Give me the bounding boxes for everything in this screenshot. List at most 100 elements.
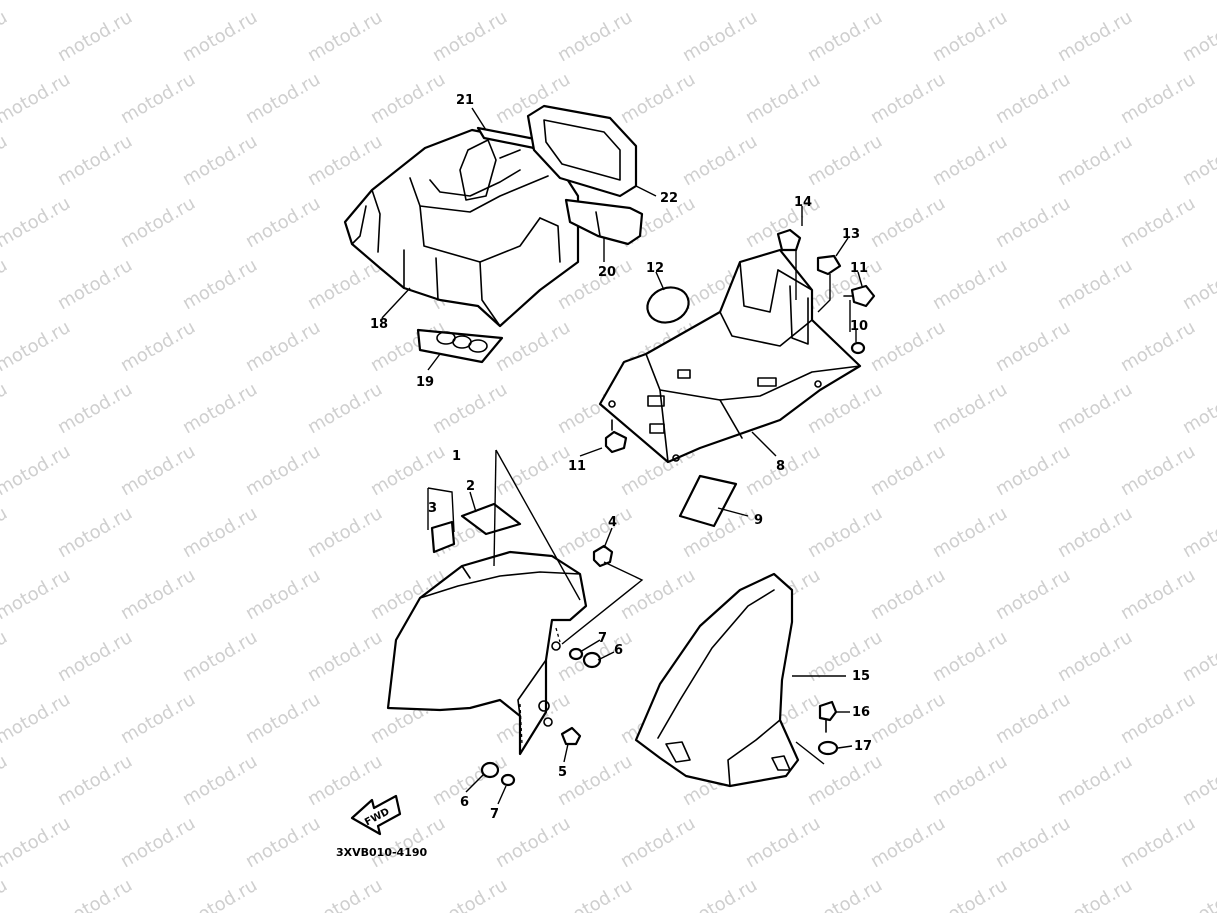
watermark-text: motod.ru bbox=[304, 131, 386, 190]
part-16-bolt bbox=[818, 700, 838, 733]
watermark-text: motod.ru bbox=[867, 193, 949, 252]
watermark-text: motod.ru bbox=[867, 813, 949, 872]
part-6-nut-top bbox=[582, 651, 602, 669]
watermark-text: motod.ru bbox=[1179, 131, 1217, 190]
watermark-text: motod.ru bbox=[242, 565, 324, 624]
watermark-text: motod.ru bbox=[242, 689, 324, 748]
part-7-washer-bottom bbox=[500, 773, 516, 787]
watermark-text: motod.ru bbox=[929, 503, 1011, 562]
watermark-text: motod.ru bbox=[929, 875, 1011, 913]
watermark-text: motod.ru bbox=[1179, 379, 1217, 438]
watermark-text: motod.ru bbox=[1117, 193, 1199, 252]
rear-cowl-assembly bbox=[343, 128, 580, 328]
part-11-bolt-left bbox=[604, 419, 628, 454]
watermark-text: motod.ru bbox=[0, 627, 11, 686]
watermark-text: motod.ru bbox=[1179, 875, 1217, 913]
watermark-text: motod.ru bbox=[992, 689, 1074, 748]
part-3-decal bbox=[430, 520, 456, 554]
watermark-text: motod.ru bbox=[867, 441, 949, 500]
watermark-text: motod.ru bbox=[0, 255, 11, 314]
watermark-text: motod.ru bbox=[1054, 379, 1136, 438]
watermark-text: motod.ru bbox=[304, 751, 386, 810]
watermark-text: motod.ru bbox=[54, 503, 136, 562]
callout-10: 10 bbox=[850, 319, 868, 334]
watermark-text: motod.ru bbox=[492, 317, 574, 376]
watermark-text: motod.ru bbox=[1054, 255, 1136, 314]
watermark-text: motod.ru bbox=[679, 7, 761, 66]
watermark-text: motod.ru bbox=[992, 69, 1074, 128]
watermark-text: motod.ru bbox=[54, 875, 136, 913]
watermark-text: motod.ru bbox=[0, 875, 11, 913]
drawing-code: 3XVB010-4190 bbox=[336, 846, 428, 859]
watermark-text: motod.ru bbox=[0, 751, 11, 810]
watermark-text: motod.ru bbox=[0, 7, 11, 66]
watermark-text: motod.ru bbox=[0, 813, 74, 872]
watermark-text: motod.ru bbox=[617, 0, 699, 4]
watermark-text: motod.ru bbox=[0, 317, 74, 376]
part-7-washer-top bbox=[568, 647, 584, 661]
watermark-text: motod.ru bbox=[742, 69, 824, 128]
watermark-text: motod.ru bbox=[367, 0, 449, 4]
watermark-text: motod.ru bbox=[1117, 689, 1199, 748]
watermark-text: motod.ru bbox=[367, 69, 449, 128]
watermark-text: motod.ru bbox=[367, 441, 449, 500]
watermark-text: motod.ru bbox=[242, 0, 324, 4]
watermark-text: motod.ru bbox=[1054, 875, 1136, 913]
callout-4: 4 bbox=[608, 515, 617, 530]
watermark-text: motod.ru bbox=[554, 7, 636, 66]
watermark-text: motod.ru bbox=[304, 503, 386, 562]
watermark-text: motod.ru bbox=[679, 875, 761, 913]
watermark-text: motod.ru bbox=[179, 7, 261, 66]
watermark-text: motod.ru bbox=[179, 255, 261, 314]
callout-22: 22 bbox=[660, 191, 678, 206]
watermark-text: motod.ru bbox=[992, 813, 1074, 872]
watermark-text: motod.ru bbox=[1054, 627, 1136, 686]
watermark-text: motod.ru bbox=[1117, 813, 1199, 872]
watermark-text: motod.ru bbox=[929, 379, 1011, 438]
part-10-grommet bbox=[850, 341, 866, 355]
watermark-text: motod.ru bbox=[242, 813, 324, 872]
watermark-text: motod.ru bbox=[992, 193, 1074, 252]
watermark-text: motod.ru bbox=[304, 875, 386, 913]
watermark-text: motod.ru bbox=[867, 565, 949, 624]
watermark-text: motod.ru bbox=[929, 255, 1011, 314]
watermark-text: motod.ru bbox=[1117, 317, 1199, 376]
watermark-text: motod.ru bbox=[1054, 751, 1136, 810]
watermark-text: motod.ru bbox=[1179, 627, 1217, 686]
watermark-text: motod.ru bbox=[0, 503, 11, 562]
watermark-text: motod.ru bbox=[804, 7, 886, 66]
watermark-text: motod.ru bbox=[242, 193, 324, 252]
watermark-text: motod.ru bbox=[242, 441, 324, 500]
part-12-ring bbox=[646, 286, 690, 324]
watermark-text: motod.ru bbox=[554, 751, 636, 810]
watermark-text: motod.ru bbox=[0, 0, 74, 4]
watermark-text: motod.ru bbox=[679, 131, 761, 190]
watermark-text: motod.ru bbox=[54, 7, 136, 66]
watermark-text: motod.ru bbox=[1117, 565, 1199, 624]
part-8-inner-fender bbox=[598, 248, 862, 464]
callout-16: 16 bbox=[852, 705, 870, 720]
watermark-text: motod.ru bbox=[1179, 255, 1217, 314]
callout-21: 21 bbox=[456, 93, 474, 108]
callout-19: 19 bbox=[416, 375, 434, 390]
watermark-text: motod.ru bbox=[492, 813, 574, 872]
watermark-text: motod.ru bbox=[992, 0, 1074, 4]
watermark-text: motod.ru bbox=[804, 131, 886, 190]
watermark-text: motod.ru bbox=[492, 441, 574, 500]
watermark-text: motod.ru bbox=[804, 503, 886, 562]
part-6-nut-bottom bbox=[480, 761, 500, 779]
watermark-text: motod.ru bbox=[867, 69, 949, 128]
callout-9: 9 bbox=[754, 513, 763, 528]
callout-7-bottom: 7 bbox=[490, 807, 499, 822]
watermark-text: motod.ru bbox=[804, 875, 886, 913]
watermark-text: motod.ru bbox=[429, 875, 511, 913]
watermark-text: motod.ru bbox=[617, 813, 699, 872]
watermark-text: motod.ru bbox=[54, 751, 136, 810]
watermark-text: motod.ru bbox=[54, 379, 136, 438]
callout-20: 20 bbox=[598, 265, 616, 280]
callout-7-top: 7 bbox=[598, 631, 607, 646]
callout-6-bottom: 6 bbox=[460, 795, 469, 810]
watermark-text: motod.ru bbox=[117, 689, 199, 748]
watermark-text: motod.ru bbox=[179, 875, 261, 913]
